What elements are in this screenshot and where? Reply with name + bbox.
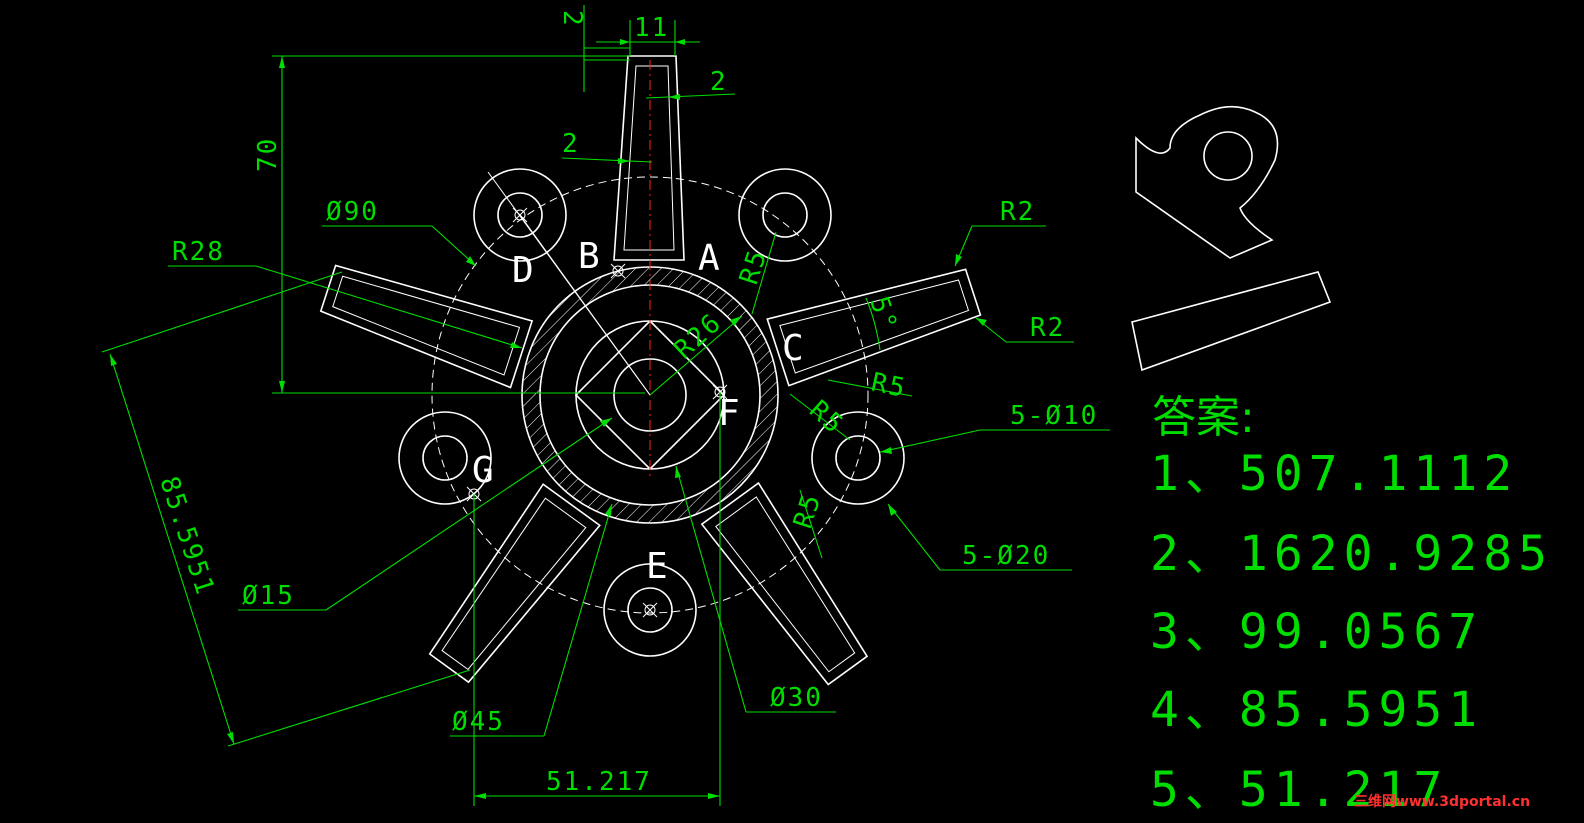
lug-upper-left	[473, 168, 567, 262]
lug-detail-sketch	[1135, 105, 1279, 259]
dim-radius-5-d: R5	[788, 489, 827, 532]
diagonal-construction-line-2	[519, 214, 651, 396]
dim-length-855951: 85.5951	[153, 473, 220, 600]
point-marker-b	[610, 263, 626, 279]
point-label-b: B	[578, 236, 600, 277]
part-drawing: A B C D E F G	[319, 55, 982, 686]
answer-item-3: 3、99.0567	[1150, 604, 1483, 660]
lug-bottom	[603, 563, 697, 657]
point-label-d: D	[512, 250, 534, 291]
spoke-right	[766, 268, 982, 387]
dim-height: 70	[253, 137, 283, 172]
point-label-a: A	[698, 238, 720, 279]
answer-item-5: 5、51.217	[1150, 762, 1448, 818]
spoke-left	[319, 264, 534, 389]
center-hole-d15	[613, 358, 687, 432]
dim-boss-d20: 5-Ø20	[962, 541, 1050, 571]
dim-length-51217: 51.217	[546, 767, 652, 797]
answer-block: 答案: 1、507.1112 2、1620.9285 3、99.0567 4、8…	[1150, 392, 1553, 818]
dim-radius-5-b: R5	[869, 368, 910, 405]
answer-item-1: 1、507.1112	[1150, 446, 1518, 502]
spoke-detail-sketch	[1131, 271, 1332, 372]
point-label-g: G	[472, 450, 494, 491]
dim-angle-5: 5°	[863, 293, 902, 336]
dim-circle-d90: Ø90	[326, 197, 379, 227]
answer-item-4: 4、85.5951	[1150, 682, 1483, 738]
dim-radius-28: R28	[172, 237, 225, 267]
dim-radius-2-bottom: R2	[1030, 313, 1065, 343]
dim-circle-d30: Ø30	[770, 683, 823, 713]
lug-right	[811, 411, 905, 505]
dim-radius-2-top: R2	[1000, 197, 1035, 227]
dim-hole-d10: 5-Ø10	[1010, 401, 1098, 431]
point-label-f: F	[718, 393, 740, 434]
answer-title: 答案:	[1152, 392, 1255, 443]
lug-upper-right	[738, 168, 832, 262]
spoke-lower-right	[700, 481, 869, 686]
spoke-top	[613, 55, 685, 261]
point-marker-d	[512, 207, 528, 223]
answer-item-2: 2、1620.9285	[1150, 526, 1553, 582]
dim-spoke-width: 11	[634, 13, 669, 43]
dim-radius-26: R26	[669, 307, 728, 365]
dim-top-gap: 2	[557, 10, 587, 28]
dimension-layer: 2 11 2 2 70 Ø90 R28 R26 R5	[101, 5, 1110, 806]
dim-radius-5-a: R5	[734, 245, 773, 288]
watermark: 三维网www.3dportal.cn	[1354, 793, 1530, 810]
dim-circle-d45: Ø45	[452, 707, 505, 737]
point-label-c: C	[782, 328, 804, 369]
lug-left	[398, 411, 492, 505]
point-label-e: E	[646, 546, 668, 587]
dim-wall-right: 2	[710, 67, 728, 97]
spoke-lower-left	[428, 483, 601, 684]
dim-wall-left: 2	[562, 129, 580, 159]
point-marker-e	[642, 602, 658, 618]
reference-circle-d90	[431, 176, 869, 614]
dim-hole-d15: Ø15	[242, 581, 295, 611]
